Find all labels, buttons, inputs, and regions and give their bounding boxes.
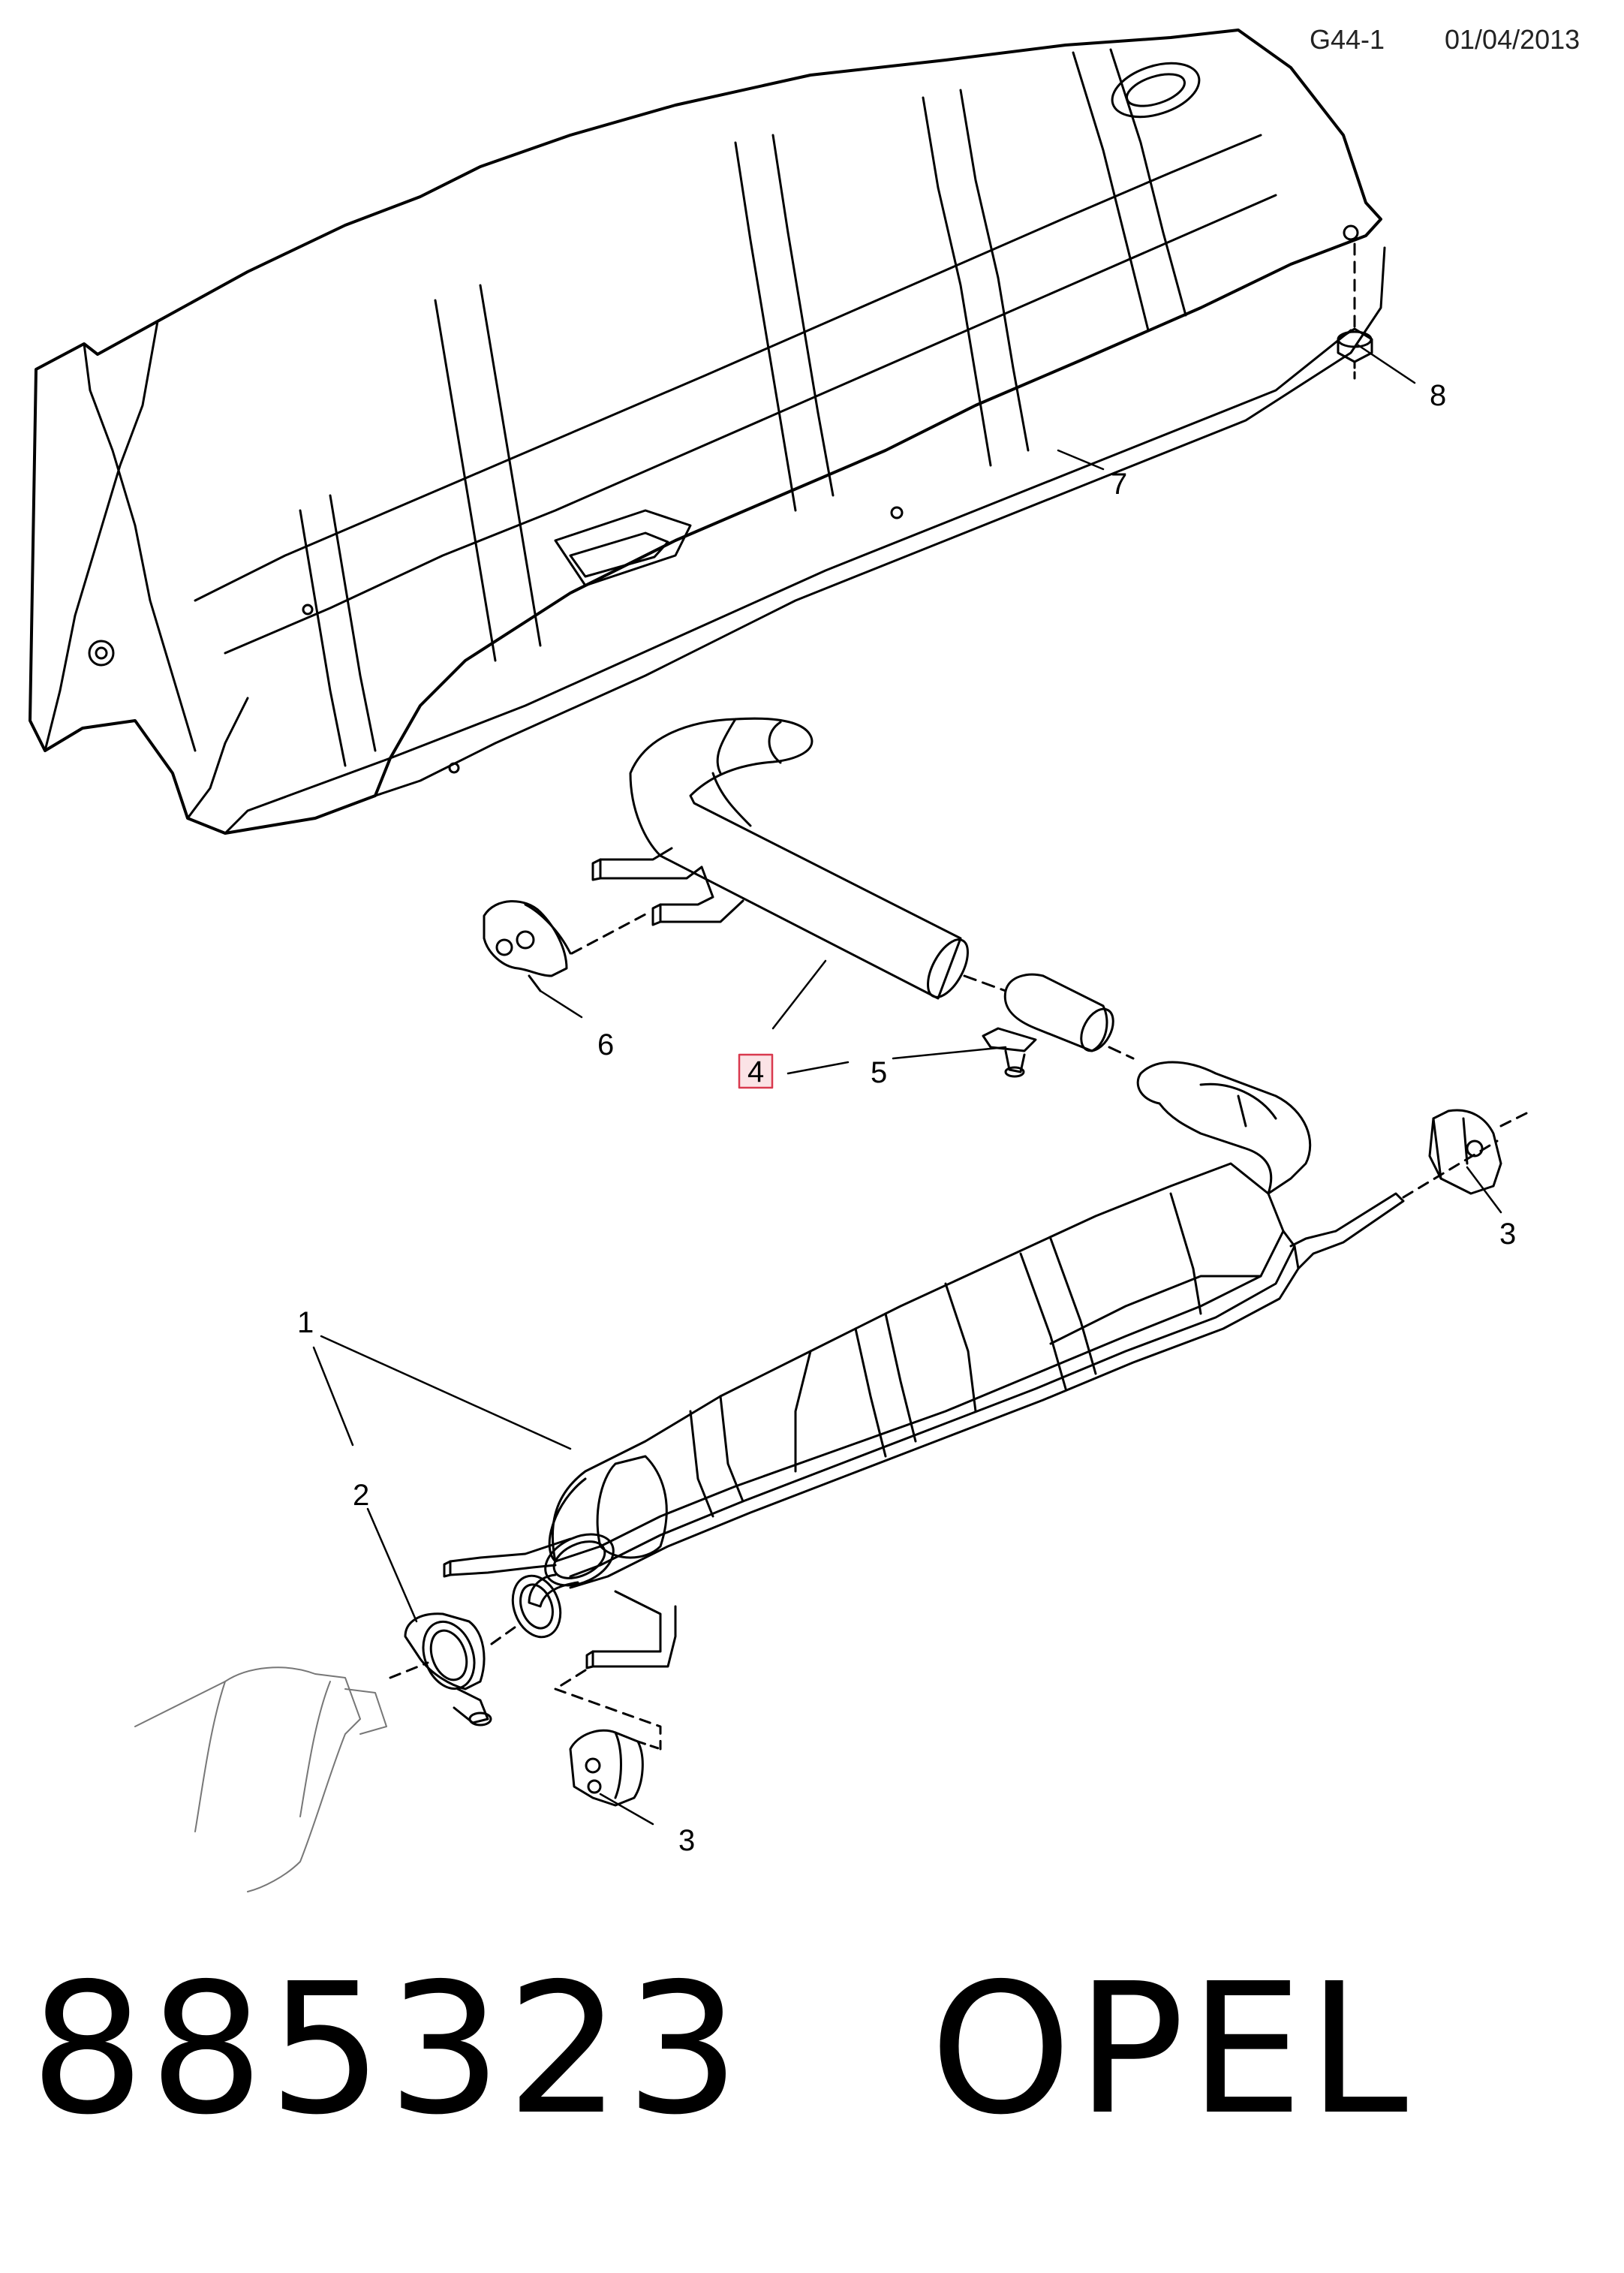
callout-1: 1 [297, 1306, 314, 1339]
part-title: 885323 OPEL [30, 1959, 1412, 2139]
pipe-clamp-lower-part [389, 1612, 519, 1727]
callout-3-right: 3 [1499, 1218, 1516, 1251]
rear-muffler-part [443, 1061, 1499, 1751]
callout-3-lower: 3 [678, 1824, 695, 1857]
pipe-clamp-part [963, 973, 1135, 1078]
callout-8: 8 [1430, 379, 1446, 412]
leader-lines [312, 344, 1502, 1826]
rubber-hanger-right-part [1428, 1109, 1532, 1195]
clip-nut-part [1337, 242, 1373, 381]
callout-4: 4 [747, 1055, 764, 1088]
heat-shield-part [29, 29, 1386, 835]
callout-2: 2 [353, 1479, 369, 1512]
diagram-date: 01/04/2013 [1445, 24, 1580, 55]
callout-6: 6 [597, 1028, 614, 1061]
brand-name: OPEL [930, 1944, 1413, 2154]
part-number: 885323 [30, 1944, 745, 2154]
rubber-hanger-lower-part [569, 1729, 662, 1807]
front-pipe-ghost [134, 1666, 387, 1892]
rubber-hanger-upper-part [483, 900, 647, 992]
callout-5: 5 [871, 1056, 887, 1089]
callout-4-highlight [738, 1053, 774, 1089]
callout-7: 7 [1111, 468, 1127, 501]
exhaust-parts-diagram: 1 2 3 3 4 5 6 7 8 [29, 29, 1532, 1892]
diagram-code: G44-1 [1310, 24, 1385, 55]
intermediate-pipe-part [591, 717, 969, 1000]
